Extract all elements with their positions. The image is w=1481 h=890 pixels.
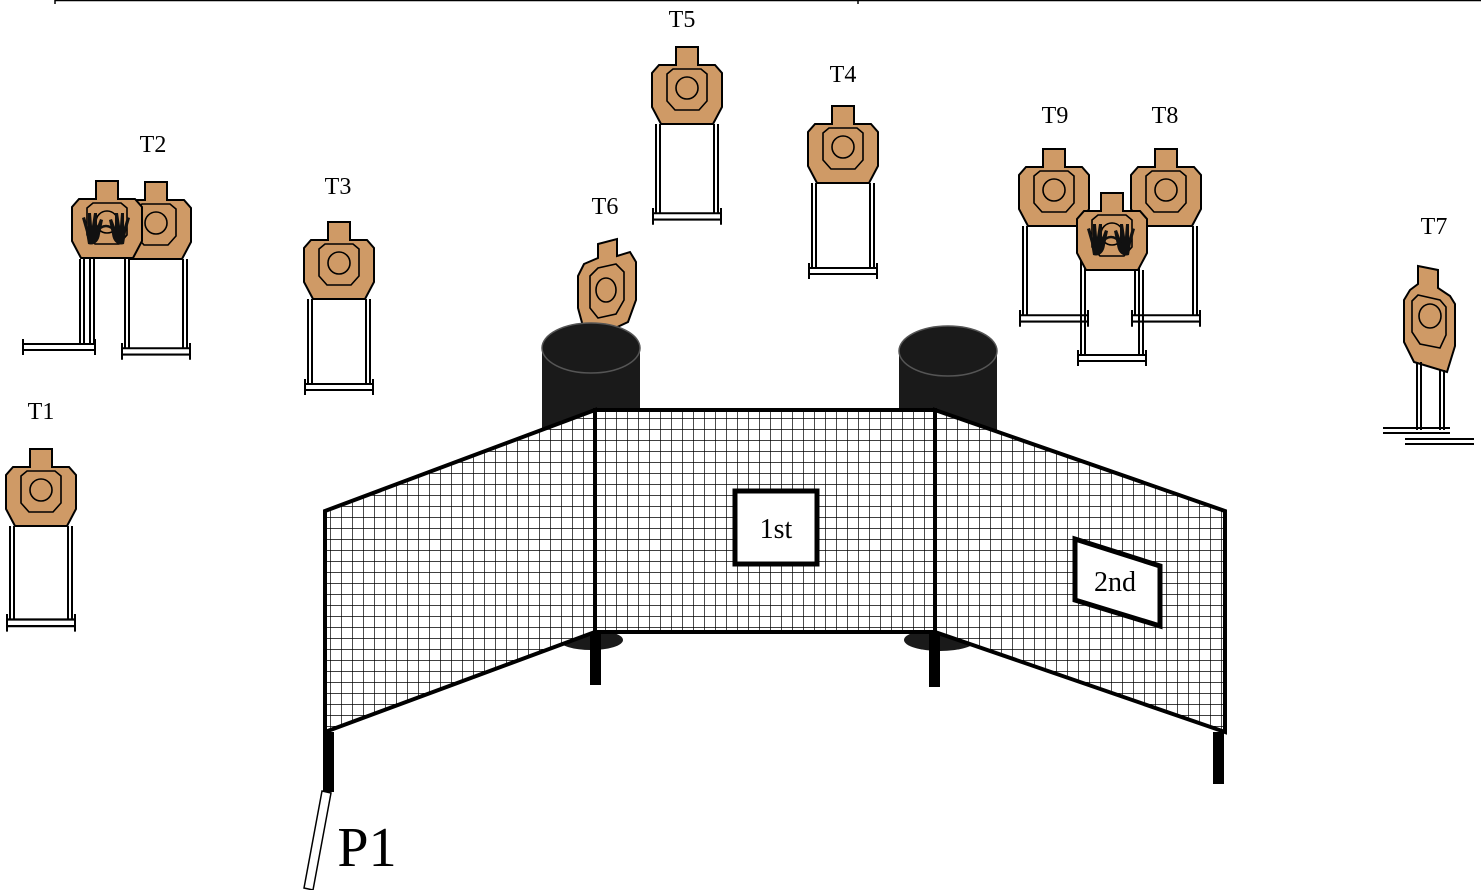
wall-legs (323, 632, 1224, 792)
position-label-p1: P1 (337, 817, 396, 879)
target-t1: T1 (5, 399, 77, 633)
target-label: T1 (28, 399, 55, 425)
target-t6: T6 (577, 194, 637, 338)
target-label: T3 (325, 174, 352, 200)
wall-left (323, 407, 597, 735)
target-t7: T7 (1383, 214, 1474, 445)
target-t9: T9 (1018, 103, 1090, 328)
sign-second-label: 2nd (1094, 567, 1136, 598)
fault-line-icon (303, 790, 332, 890)
target-label: T2 (140, 132, 167, 158)
barrel-left-icon (541, 322, 641, 650)
target-label: T5 (669, 7, 696, 33)
target-t8: T8 (1130, 103, 1202, 328)
target-t8-no-shoot (1076, 192, 1148, 367)
target-label: T6 (592, 194, 619, 220)
target-label: T9 (1042, 103, 1069, 129)
sign-first: 1st (732, 488, 820, 567)
target-t2: T2 (22, 132, 192, 361)
target-label: T8 (1152, 103, 1179, 129)
sign-first-label: 1st (760, 514, 793, 545)
target-t4: T4 (807, 62, 879, 280)
target-t5: T5 (651, 7, 723, 226)
sign-second: 2nd (1072, 535, 1163, 630)
target-t3: T3 (303, 174, 375, 396)
target-label: T7 (1421, 214, 1448, 240)
target-label: T4 (830, 62, 857, 88)
page-border (54, 0, 1481, 4)
